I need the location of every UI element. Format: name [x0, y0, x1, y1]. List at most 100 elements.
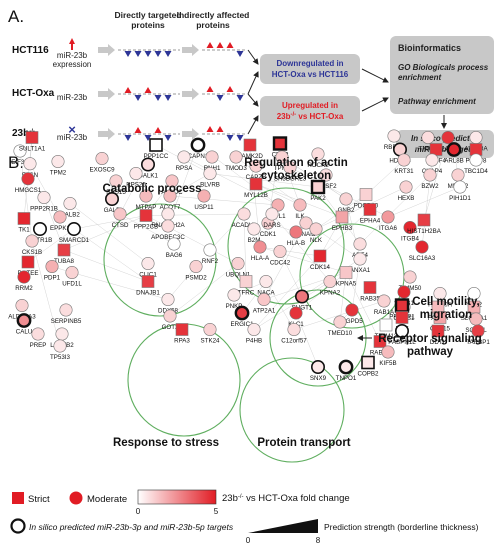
node-tnpo1[interactable]: TNPO1	[336, 359, 357, 382]
node-exosc9[interactable]: EXOSC9	[89, 152, 115, 174]
node-itgb4[interactable]: ITGB4	[401, 221, 419, 243]
node-ppp1cc[interactable]: PPP1CC	[144, 138, 169, 160]
node-hla-b[interactable]: HLA-B	[287, 225, 305, 247]
node-ergic1[interactable]: ERGIC1	[230, 305, 254, 328]
node-clic1[interactable]: CLIC1	[139, 256, 157, 279]
node-pih1d1[interactable]: PIH1D1	[449, 180, 471, 202]
node-got2[interactable]: GOT2	[162, 309, 179, 331]
node-stk24[interactable]: STK24	[201, 322, 220, 345]
node-gnb2[interactable]: GNB2	[338, 192, 355, 214]
node-tfrc[interactable]: TFRC	[238, 275, 255, 297]
node-camk2d[interactable]: CAMK2D	[237, 138, 263, 160]
node-ppp2r1b[interactable]: PPP2R1B	[30, 191, 58, 213]
node-c12orf57[interactable]: C12orf57	[281, 322, 307, 345]
node-gale[interactable]: GALE	[104, 192, 121, 214]
node-capn1[interactable]: CAPN1	[188, 137, 209, 160]
node-ephb3[interactable]: EPHB3	[332, 210, 353, 232]
node-rab1a[interactable]: RAB1A	[374, 294, 395, 316]
node-acadvl[interactable]: ACADVL	[232, 207, 257, 229]
node-kif5b[interactable]: KIF5B	[379, 345, 397, 367]
node-rock2[interactable]: ROCK2	[307, 147, 329, 169]
node-sh3bgrl3[interactable]: SH3BGRL3	[274, 161, 307, 183]
node-ctsd[interactable]: CTSD	[112, 207, 129, 229]
node-blvrb[interactable]: BLVRB	[200, 167, 220, 189]
node-calb2[interactable]: CALB2	[60, 197, 80, 219]
node-ufd1l[interactable]: UFD1L	[62, 265, 82, 288]
node-nlk[interactable]: NLK	[309, 222, 323, 244]
node-tpm1[interactable]: TPM1	[274, 150, 291, 172]
node-capzb[interactable]: CAPZB	[246, 159, 267, 181]
node-tp53i3[interactable]: TP53I3	[50, 339, 71, 361]
node-eppk1[interactable]: EPPK1	[50, 210, 71, 232]
node-usp11[interactable]: USP11	[194, 189, 214, 211]
node-b2m[interactable]: B2M	[247, 222, 261, 244]
node-sult1a1[interactable]: SULT1A1	[19, 131, 46, 153]
node-bzw2[interactable]: BZW2	[421, 168, 439, 190]
node-dnajb1[interactable]: DNAJB1	[136, 275, 160, 297]
node-itga6[interactable]: ITGA6	[379, 210, 397, 232]
node-rpa3[interactable]: RPA3	[174, 323, 190, 345]
node-hmgcs1[interactable]: HMGCS1	[15, 172, 42, 194]
node-acot7[interactable]: ACOT7	[160, 189, 181, 211]
node-dars[interactable]: DARS	[263, 207, 281, 229]
node-kpna2[interactable]: KPNA2	[320, 274, 341, 297]
node-arl8b[interactable]: ARL8B	[444, 142, 464, 165]
node-rrm2[interactable]: RRM2	[15, 270, 33, 292]
node-sugt1[interactable]: SUGT1	[292, 289, 313, 312]
node-bag6[interactable]: BAG6	[166, 237, 183, 259]
node-pnkp[interactable]: PNKP	[226, 288, 243, 310]
node-hla-a[interactable]: HLA-A	[251, 240, 270, 262]
node-rpsa[interactable]: RPSA	[176, 150, 194, 172]
node-rab35[interactable]: RAB35	[360, 281, 380, 303]
node-anxa1[interactable]: ANXA1	[350, 252, 371, 274]
node-rnf2[interactable]: RNF2	[202, 243, 219, 265]
node-wasf2[interactable]: WASF2	[315, 168, 337, 190]
node-pak2[interactable]: PAK2	[310, 179, 326, 202]
node-cfl1[interactable]: CFL1	[270, 198, 286, 220]
node-tbc1d4[interactable]: TBC1D4	[464, 153, 488, 175]
node-myl12b[interactable]: MYL12B	[244, 177, 268, 199]
node-gnai2[interactable]: GNAI2	[297, 216, 316, 238]
node-smarcd1[interactable]: SMARCD1	[59, 222, 90, 244]
node-galk1[interactable]: GALK1	[138, 157, 159, 180]
node-kpna5[interactable]: KPNA5	[336, 266, 357, 288]
node-ppp2cb[interactable]: PPP2CB	[134, 209, 158, 231]
node-slc16a3[interactable]: SLC16A3	[409, 240, 436, 262]
node-p4hb[interactable]: P4HB	[246, 322, 262, 345]
node-txnl1[interactable]: TXNL1	[418, 131, 438, 153]
node-rgpd5[interactable]: RGPD5	[341, 303, 363, 325]
node-rab2b[interactable]: RAB2B	[370, 335, 390, 357]
node-rps25[interactable]: RPS25	[126, 167, 146, 189]
node-cks1b[interactable]: CKS1B	[22, 234, 42, 256]
node-calu[interactable]: CALU	[16, 313, 33, 336]
node-tpm2[interactable]: TPM2	[50, 155, 67, 177]
node-ubqln1[interactable]: UBQLN1	[226, 256, 251, 279]
node-tmod3[interactable]: TMOD3	[225, 150, 247, 172]
node-actr1b[interactable]: ACTR1B	[28, 222, 52, 244]
node-krt31[interactable]: KRT31	[394, 153, 414, 175]
node-cdk14[interactable]: CDK14	[310, 249, 331, 271]
node-hexb[interactable]: HEXB	[398, 180, 415, 202]
node-rps15[interactable]: RPS15	[106, 174, 126, 196]
node-snx9[interactable]: SNX9	[310, 359, 327, 382]
node-timm50[interactable]: TIMM50	[399, 270, 422, 292]
node-mtpap[interactable]: MTPAP	[136, 189, 157, 211]
node-copb2[interactable]: COPB2	[358, 355, 380, 378]
node-cdc42[interactable]: CDC42	[270, 245, 291, 267]
node-hist1h2ba[interactable]: HIST1H2BA	[407, 213, 442, 235]
node-serpinb5[interactable]: SERPINB5	[51, 303, 82, 325]
node-epha4[interactable]: EPHA4	[360, 203, 381, 225]
node-atp2a1[interactable]: ATP2A1	[253, 292, 276, 315]
node-tmed10[interactable]: TMED10	[328, 315, 353, 337]
node-prep[interactable]: PREP	[30, 327, 47, 349]
node-ilk[interactable]: ILK	[293, 198, 307, 220]
node-naca[interactable]: NACA	[257, 274, 275, 297]
node-pabpn1l[interactable]: PABPN1L	[388, 323, 416, 346]
node-tarbp1[interactable]: TARBP1	[466, 324, 490, 346]
node-tuba8[interactable]: TUBA8	[54, 243, 75, 265]
node-eif3c[interactable]: EIF3C	[11, 144, 29, 166]
node-tk1[interactable]: TK1	[17, 212, 31, 234]
node-pdp1[interactable]: PDP1	[44, 259, 61, 282]
node-apobec3c[interactable]: APOBEC3C	[151, 219, 185, 241]
node-psmd2[interactable]: PSMD2	[185, 259, 207, 282]
